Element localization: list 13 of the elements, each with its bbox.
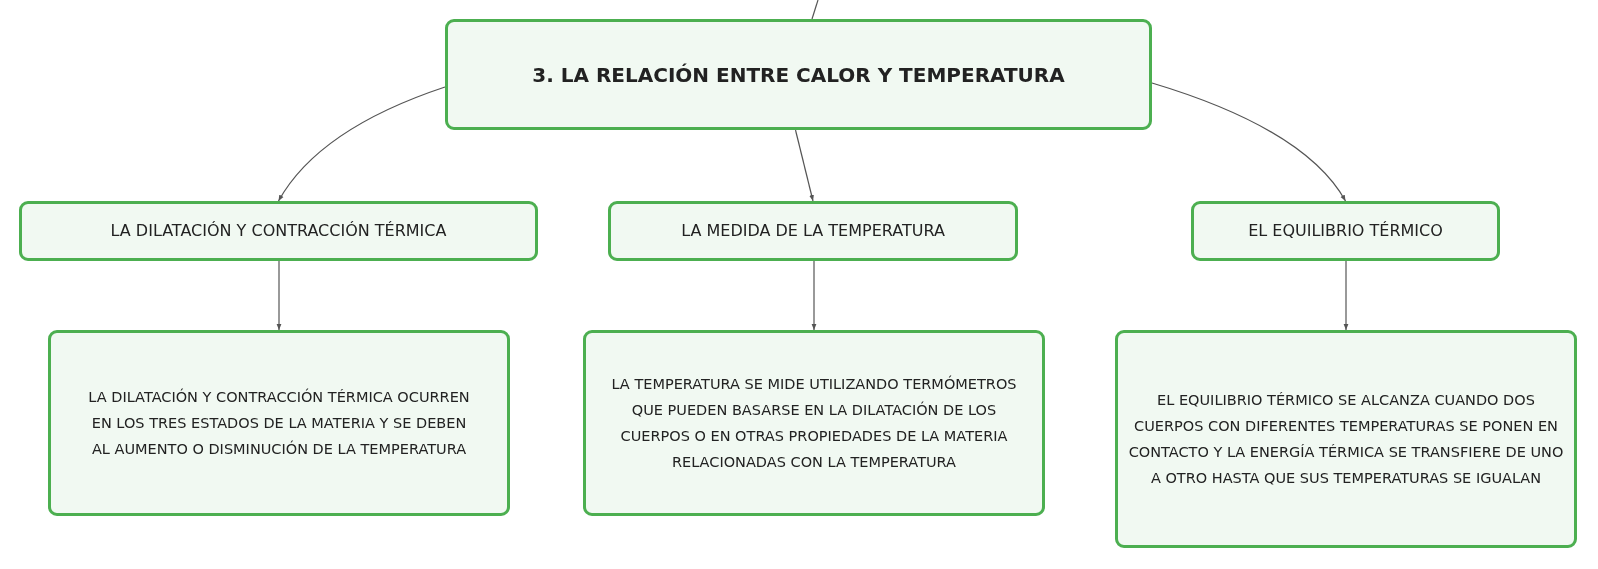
connector-arrow — [276, 260, 282, 331]
description-box: EL EQUILIBRIO TÉRMICO SE ALCANZA CUANDO DOS CUERPOS CON DIFERENTES TEMPERATURAS SE PONEN EN CONTACTO Y LA ENERGÍA TÉRMICA SE TRANSFIERE DE UNO A OTRO HASTA QUE SUS TEMPERATURAS SE IGUALAN — [1115, 330, 1577, 548]
topic-box: LA DILATACIÓN Y CONTRACCIÓN TÉRMICA — [19, 201, 538, 261]
connector-arrow — [811, 260, 817, 331]
connector-arrow — [1343, 260, 1349, 331]
topic-box: LA MEDIDA DE LA TEMPERATURA — [608, 201, 1018, 261]
connector-arrow — [794, 129, 814, 202]
description-box: LA TEMPERATURA SE MIDE UTILIZANDO TERMÓMETROS QUE PUEDEN BASARSE EN LA DILATACIÓN DE LOS CUERPOS O EN OTRAS PROPIEDADES DE LA MATERIA RELACIONADAS CON LA TEMPERATURA — [583, 330, 1045, 516]
connector-arrow — [277, 86, 446, 202]
connector-arrow — [1151, 82, 1347, 202]
description-box: LA DILATACIÓN Y CONTRACCIÓN TÉRMICA OCURREN EN LOS TRES ESTADOS DE LA MATERIA Y SE DEBEN AL AUMENTO O DISMINUCIÓN DE LA TEMPERATURA — [48, 330, 510, 516]
title-box: 3. LA RELACIÓN ENTRE CALOR Y TEMPERATURA — [445, 19, 1152, 130]
topic-box: EL EQUILIBRIO TÉRMICO — [1191, 201, 1500, 261]
